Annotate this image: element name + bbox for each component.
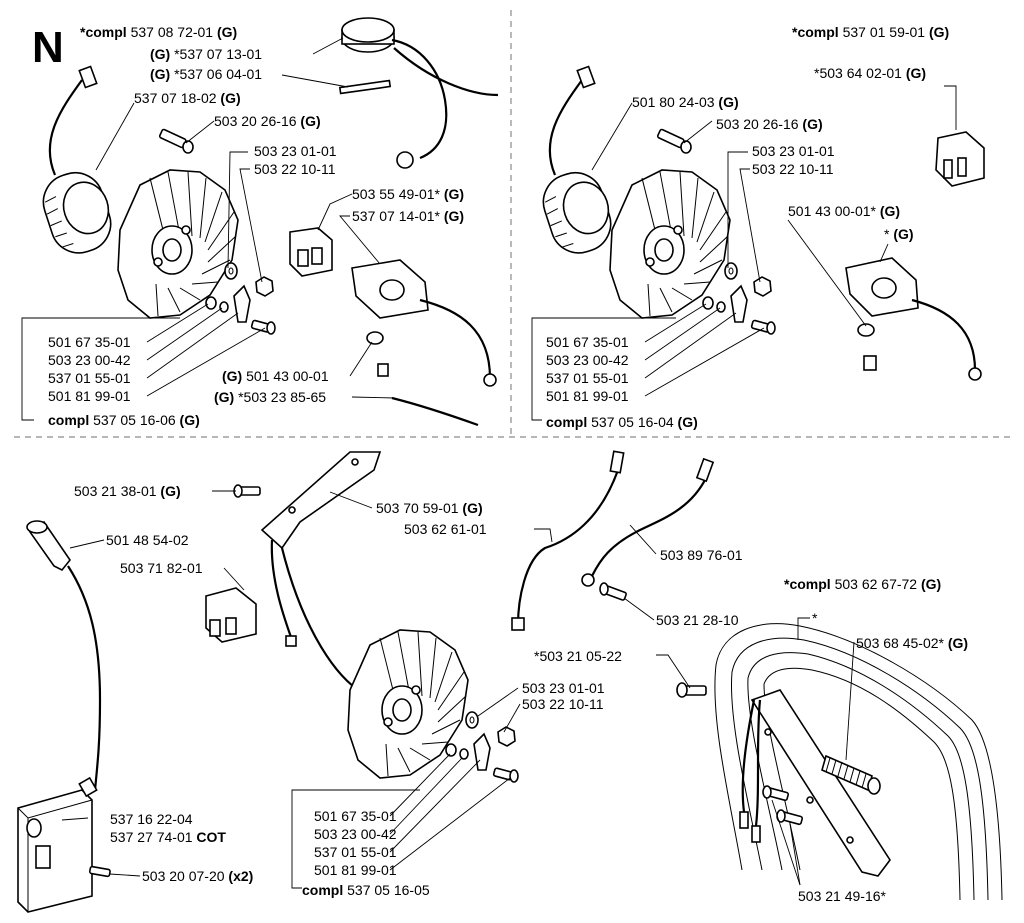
label-star-g: * (G) [884, 226, 914, 242]
label-503-23-01-01-right: 503 23 01-01 [752, 143, 835, 159]
sensor-top-left [351, 259, 497, 427]
label-503-20-07-20: 503 20 07-20 (x2) [142, 868, 254, 884]
label-501-43-00-01: (G) 501 43 00-01 [222, 368, 329, 384]
label-503-23-01-01-bottom: 503 23 01-01 [522, 680, 605, 696]
label-501-48-54-02: 501 48 54-02 [106, 532, 189, 548]
label-537-01-55-01-right: 537 01 55-01 [546, 370, 629, 386]
leader-lines-top-left [21, 37, 396, 421]
label-503-62-61-01: 503 62 61-01 [404, 521, 487, 537]
pawl-parts-bottom [445, 732, 519, 783]
label-537-16-22-04: 537 16 22-04 [110, 811, 193, 827]
label-503-21-28-10: 503 21 28-10 [656, 612, 739, 628]
label-503-71-82-01: 503 71 82-01 [120, 560, 203, 576]
spark-plug-cap [26, 520, 102, 791]
screws-bottom-right [676, 682, 804, 826]
switch-top-left [289, 227, 333, 277]
label-compl-537-08-72-01: *compl 537 08 72-01 (G) [80, 24, 238, 40]
handle-bar [714, 623, 1003, 901]
label-503-68-45-02: 503 68 45-02* (G) [856, 635, 969, 651]
label-537-07-14-01: 537 07 14-01* (G) [352, 208, 465, 224]
spring-bottom [821, 754, 881, 795]
label-503-23-85-65: (G) *503 23 85-65 [214, 389, 327, 405]
wire-harnesses [511, 450, 715, 631]
label-503-21-49-16: 503 21 49-16* [798, 888, 886, 904]
label-501-81-99-01-bottom: 501 81 99-01 [314, 862, 397, 878]
section-letter: N [32, 23, 64, 72]
label-503-55-49-01: 503 55 49-01* (G) [352, 186, 465, 202]
label-compl-537-05-16-06: compl 537 05 16-06 (G) [48, 412, 200, 428]
label-501-67-35-01: 501 67 35-01 [48, 334, 131, 350]
label-501-81-99-01-right: 501 81 99-01 [546, 388, 629, 404]
label-503-22-10-11-right: 503 22 10-11 [752, 161, 834, 177]
label-503-64-02-01: *503 64 02-01 (G) [814, 65, 927, 81]
sensor-top-right [845, 257, 982, 381]
leader-lines-top-right [531, 85, 957, 421]
label-537-06-04-01: (G) *537 06 04-01 [150, 66, 263, 82]
label-501-67-35-01-right: 501 67 35-01 [546, 334, 629, 350]
washer-nut-bottom [465, 711, 516, 747]
label-537-01-55-01-bottom: 537 01 55-01 [314, 844, 397, 860]
label-503-20-26-16: 503 20 26-16 (G) [214, 113, 321, 129]
label-501-67-35-01-bottom: 501 67 35-01 [314, 808, 397, 824]
switch-bottom [205, 587, 257, 643]
switch-top-right [935, 131, 985, 187]
label-503-20-26-16-right: 503 20 26-16 (G) [716, 116, 823, 132]
label-503-21-38-01: 503 21 38-01 (G) [74, 483, 181, 499]
flywheel-top-left [117, 169, 239, 319]
washer-nut-top-left [224, 262, 274, 297]
screw-top-right [656, 128, 692, 154]
label-537-27-74-01-cot: 537 27 74-01 COT [110, 829, 226, 845]
ignition-module-top-left [338, 17, 499, 169]
label-501-43-00-01-right: 501 43 00-01* (G) [788, 203, 901, 219]
label-501-80-24-03: 501 80 24-03 (G) [632, 94, 739, 110]
label-compl-537-05-16-05: compl 537 05 16-05 [302, 882, 430, 898]
label-503-22-10-11-bottom: 503 22 10-11 [522, 696, 604, 712]
armature-module-top-right [542, 65, 612, 254]
label-503-23-01-01: 503 23 01-01 [254, 143, 337, 159]
label-503-89-76-01: 503 89 76-01 [660, 547, 743, 563]
label-503-70-59-01: 503 70 59-01 (G) [376, 500, 483, 516]
label-537-07-13-01: (G) *537 07 13-01 [150, 46, 263, 62]
screw-bottom-left [233, 484, 261, 498]
label-537-01-55-01: 537 01 55-01 [48, 370, 131, 386]
label-503-23-00-42-right: 503 23 00-42 [546, 352, 629, 368]
pawl-parts-top-left [205, 284, 276, 335]
label-503-23-00-42-bottom: 503 23 00-42 [314, 826, 397, 842]
armature-module-top-left [42, 65, 112, 254]
label-compl-503-62-67-72: *compl 503 62 67-72 (G) [784, 576, 942, 592]
flywheel-top-right [609, 169, 731, 319]
ignition-coil [17, 776, 111, 913]
leader-lines-bottom [61, 490, 855, 889]
label-503-21-05-22: *503 21 05-22 [534, 648, 622, 664]
label-compl-537-05-16-04: compl 537 05 16-04 (G) [546, 414, 698, 430]
cover-plate [260, 451, 382, 691]
label-star-handle: * [812, 610, 818, 626]
label-503-23-00-42: 503 23 00-42 [48, 352, 131, 368]
label-503-22-10-11: 503 22 10-11 [254, 161, 336, 177]
label-537-07-18-02: 537 07 18-02 (G) [134, 90, 241, 106]
flywheel-bottom [347, 629, 469, 779]
washer-nut-top-right [724, 262, 772, 297]
label-compl-537-01-59-01: *compl 537 01 59-01 (G) [792, 24, 950, 40]
label-501-81-99-01: 501 81 99-01 [48, 388, 131, 404]
